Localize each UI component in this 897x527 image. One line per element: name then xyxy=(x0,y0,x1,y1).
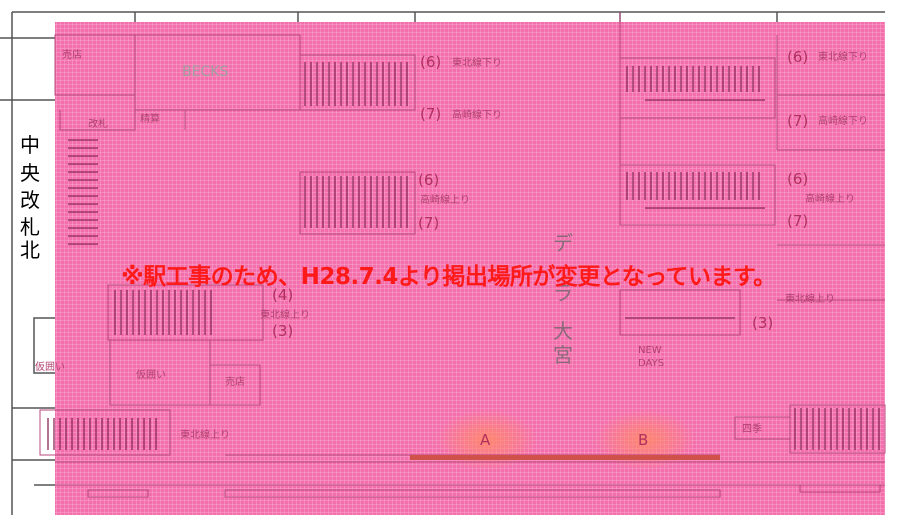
karigakoi-label-2: 仮囲い xyxy=(136,368,166,381)
svg-text:宮: 宮 xyxy=(553,343,573,367)
tohoku-stair-label: 東北線上り xyxy=(180,428,230,441)
track-label-mid-left: (6) 高崎線上り (7) xyxy=(418,171,470,232)
svg-text:(6): (6) xyxy=(787,48,808,66)
svg-text:札: 札 xyxy=(20,215,40,239)
svg-text:(7): (7) xyxy=(420,105,441,123)
newdays-label-1: NEW xyxy=(638,345,662,356)
platform-b-label: B xyxy=(638,431,648,449)
shiki-label: 四季 xyxy=(742,423,762,435)
toilet-label: 改札 xyxy=(88,117,108,130)
svg-text:(7): (7) xyxy=(787,212,808,230)
karigakoi-label-1: 仮囲い xyxy=(35,360,65,373)
svg-text:大: 大 xyxy=(553,319,573,343)
shop-left-label: 売店 xyxy=(62,48,82,61)
central-gate-label: 中 央 改 札 北 xyxy=(20,133,40,262)
svg-text:高崎線上り: 高崎線上り xyxy=(420,193,470,206)
svg-text:中: 中 xyxy=(20,133,40,157)
map-structure xyxy=(39,12,886,498)
svg-text:(4): (4) xyxy=(272,286,293,304)
svg-text:(6): (6) xyxy=(420,53,441,71)
construction-notice: ※駅工事のため、H28.7.4より掲出場所が変更となっています。 xyxy=(121,264,776,290)
stairs xyxy=(47,62,880,450)
svg-text:(7): (7) xyxy=(787,112,808,130)
track-label-upper-right: (6) 東北線下り (7) 高崎線下り xyxy=(787,48,868,130)
svg-text:デ: デ xyxy=(553,231,573,255)
shop-small-label: 売店 xyxy=(225,375,245,388)
svg-text:(3): (3) xyxy=(272,322,293,340)
track-label-lower-left: (4) 東北線上り (3) xyxy=(260,286,310,340)
svg-text:東北線下り: 東北線下り xyxy=(818,50,868,63)
svg-text:高崎線上り: 高崎線上り xyxy=(805,192,855,205)
platform-a-label: A xyxy=(480,431,491,449)
track-label-lower-right: 東北線上り (3) xyxy=(752,292,835,332)
svg-text:東北線上り: 東北線上り xyxy=(260,308,310,321)
svg-text:(7): (7) xyxy=(418,214,439,232)
svg-text:東北線下り: 東北線下り xyxy=(452,56,502,69)
track-label-mid-right: (6) 高崎線上り (7) xyxy=(787,170,855,230)
svg-text:央: 央 xyxy=(20,161,40,185)
info-label: 精算 xyxy=(140,112,160,125)
svg-text:高崎線下り: 高崎線下り xyxy=(452,108,502,121)
svg-text:(6): (6) xyxy=(418,171,439,189)
svg-text:改: 改 xyxy=(20,188,40,212)
track-label-upper-left: (6) 東北線下り (7) 高崎線下り xyxy=(420,53,502,123)
svg-text:東北線上り: 東北線上り xyxy=(785,292,835,305)
newdays-label-2: DAYS xyxy=(638,358,664,369)
dept-store-vertical-label: デ ラ 大 宮 xyxy=(553,231,573,367)
svg-text:高崎線下り: 高崎線下り xyxy=(818,114,868,127)
svg-text:ラ: ラ xyxy=(553,281,573,305)
svg-text:(6): (6) xyxy=(787,170,808,188)
shop-becks-label: BECKS xyxy=(182,64,228,80)
svg-text:(3): (3) xyxy=(752,314,773,332)
svg-text:北: 北 xyxy=(20,238,40,262)
platform-ab-bar xyxy=(410,455,720,460)
